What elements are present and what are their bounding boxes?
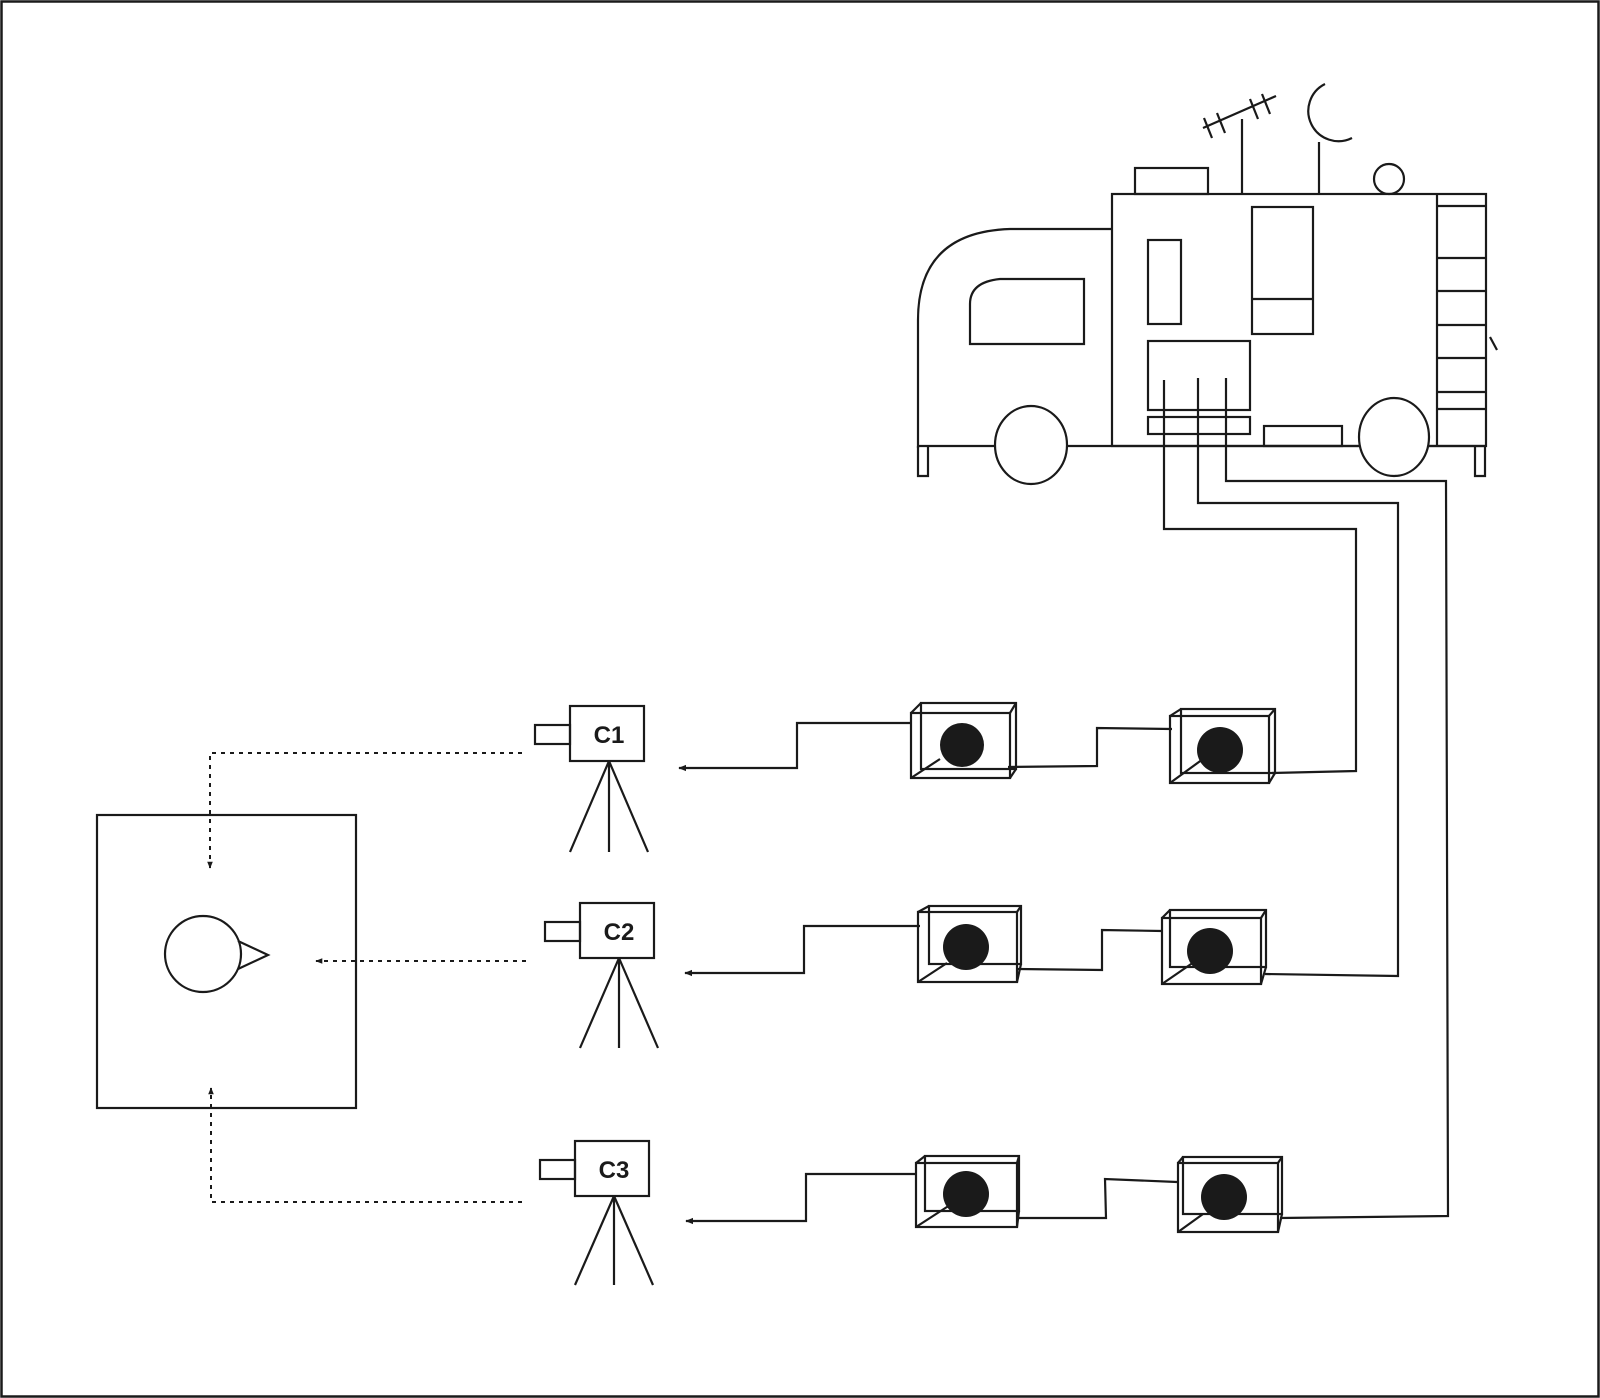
camera-view-lines [207, 752, 526, 1203]
cable-row2 [1196, 378, 1400, 978]
camera-c2: C2 [543, 901, 660, 1049]
subject-area [95, 813, 358, 1110]
light-box-r3-right [1176, 1155, 1284, 1234]
satellite-dish-icon [1307, 83, 1353, 194]
tripod-icon [578, 957, 660, 1049]
camera-c1-label: C1 [594, 722, 625, 749]
subject-head-icon [163, 914, 271, 994]
light-box-r1-left [909, 701, 1018, 780]
view-line-c3 [208, 1087, 522, 1203]
light-box-r2-left [916, 904, 1023, 984]
camera-c3-label: C3 [599, 1157, 630, 1184]
cable-row3 [1224, 378, 1450, 1220]
light-box-r2-right [1160, 908, 1268, 986]
light-box-icon [909, 701, 1284, 1234]
view-line-c1 [207, 752, 522, 869]
tripod-icon [573, 1195, 655, 1286]
camera-c1: C1 [533, 704, 650, 853]
tripod-icon [568, 760, 650, 853]
camera-c3: C3 [538, 1139, 655, 1286]
camera-c2-label: C2 [604, 919, 635, 946]
cable-row1 [1162, 380, 1358, 775]
light-box-r3-left [914, 1154, 1021, 1229]
rear-wheel [1357, 396, 1431, 478]
light-box-r1-right [1168, 707, 1277, 785]
cables [678, 378, 1450, 1225]
tv-antenna-icon [1202, 93, 1277, 194]
front-wheel [993, 404, 1069, 486]
broadcast-truck-icon [916, 162, 1498, 486]
